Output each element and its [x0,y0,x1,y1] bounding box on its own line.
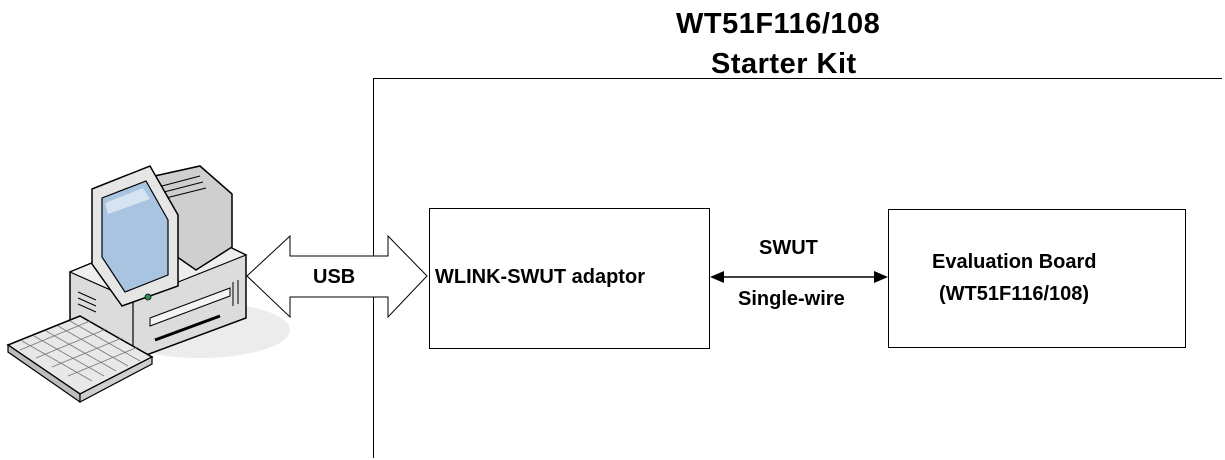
single-wire-link-label: Single-wire [738,288,845,310]
diagram-title-line1: WT51F116/108 [676,8,881,40]
evaluation-board-model-label: (WT51F116/108) [939,283,1090,305]
evaluation-board-label: Evaluation Board [932,251,1097,273]
swut-link-label: SWUT [759,237,818,259]
diagram-title-line2: Starter Kit [711,48,857,80]
adaptor-box [429,208,710,349]
desktop-computer-icon [6,165,290,404]
usb-link-label: USB [313,266,356,288]
usb-double-arrow [246,234,428,319]
evaluation-board-box [888,209,1186,348]
adaptor-label: WLINK-SWUT adaptor [435,266,645,288]
swut-double-arrow [710,271,888,283]
